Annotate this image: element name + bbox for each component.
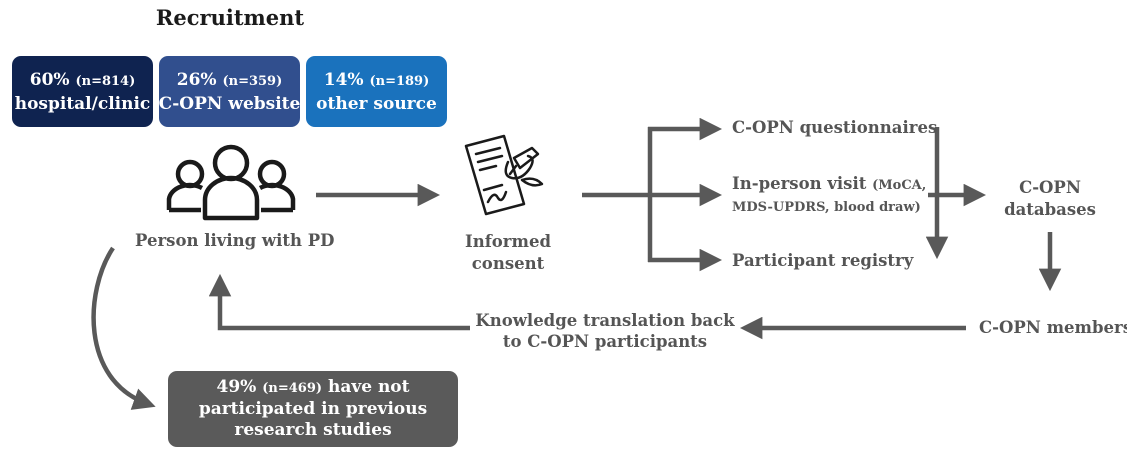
arrow-person-to-not-participated: [91, 246, 156, 410]
databases-line2: databases: [1004, 200, 1096, 219]
source-n: (n=189): [369, 73, 430, 89]
visit-detail-1: (MoCA,: [872, 178, 927, 193]
source-n: (n=359): [222, 73, 283, 89]
in-person-visit-label: In-person visit (MoCA, MDS-UPDRS, blood …: [732, 173, 926, 219]
np-line2: participated in previous: [198, 399, 428, 419]
source-pct: 60%: [29, 69, 70, 90]
consent-label: Informed consent: [455, 231, 561, 275]
source-pct: 26%: [176, 69, 217, 90]
signed-document-icon: [464, 134, 544, 216]
not-participated-box: 49% (n=469) have not participated in pre…: [168, 371, 458, 447]
databases-line1: C-OPN: [1019, 178, 1081, 197]
source-label: C-OPN website: [158, 93, 301, 114]
np-line3: research studies: [234, 420, 392, 440]
registry-label: Participant registry: [732, 251, 914, 270]
consent-label-line1: Informed: [464, 232, 551, 251]
np-n: (n=469): [262, 381, 323, 396]
person-label: Person living with PD: [135, 231, 335, 250]
source-label: other source: [316, 93, 437, 114]
questionnaires-label: C-OPN questionnaires: [732, 118, 938, 137]
kt-line2: to C-OPN participants: [502, 332, 708, 351]
consent-label-line2: consent: [471, 254, 545, 273]
visit-detail-2: MDS-UPDRS, blood draw): [732, 200, 921, 215]
source-box-hospital: 60% (n=814) hospital/clinic: [12, 56, 153, 127]
arrow-kt-to-person: [208, 273, 470, 331]
source-label: hospital/clinic: [14, 93, 151, 114]
source-n: (n=814): [75, 73, 136, 89]
source-pct: 14%: [323, 69, 364, 90]
people-group-icon: [166, 144, 296, 221]
np-pct: 49%: [216, 377, 257, 397]
databases-label: C-OPN databases: [982, 177, 1118, 221]
source-box-website: 26% (n=359) C-OPN website: [159, 56, 300, 127]
source-box-other: 14% (n=189) other source: [306, 56, 447, 127]
recruitment-title: Recruitment: [155, 5, 305, 30]
knowledge-translation-label: Knowledge translation back to C-OPN part…: [475, 310, 735, 352]
visit-main: In-person visit: [732, 174, 867, 193]
np-rest: have not: [327, 377, 410, 397]
members-label: C-OPN members: [979, 318, 1127, 337]
kt-line1: Knowledge translation back: [475, 311, 735, 330]
